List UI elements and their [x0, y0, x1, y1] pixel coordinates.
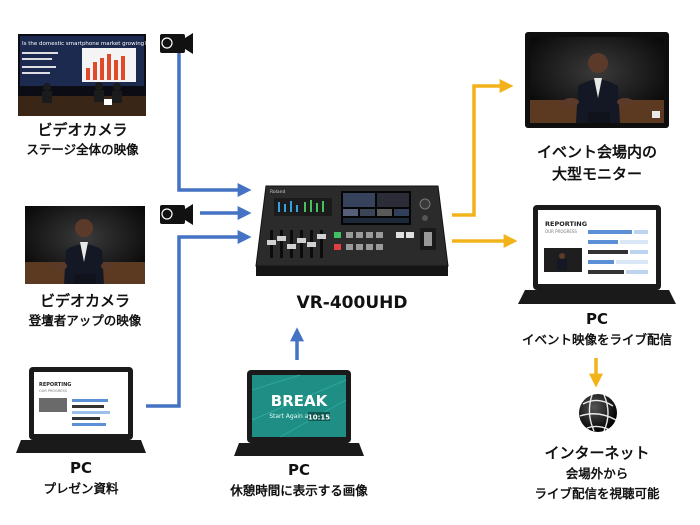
monitor-label-line1: イベント会場内の — [536, 143, 657, 161]
venue-monitor — [525, 32, 669, 128]
internet-line3: ライブ配信を視聴可能 — [534, 486, 660, 501]
camera2-subtitle: 登壇者アップの映像 — [28, 313, 142, 328]
device-brand: Roland — [270, 189, 286, 195]
reporting-sub: OUR PROGRESS — [545, 229, 577, 234]
stage-slide-title: Is the domestic smartphone market growin… — [22, 41, 147, 47]
internet-title: インターネット — [544, 444, 650, 462]
monitor-label-line2: 大型モニター — [551, 165, 642, 183]
pc-stream-title: PC — [585, 310, 608, 328]
reporting-title-small: REPORTING — [39, 382, 71, 388]
arrow-pc-to-switcher — [146, 230, 252, 408]
video-switcher-device: Roland — [255, 185, 449, 276]
break-time: 10:15 — [308, 414, 330, 422]
break-title: BREAK — [271, 392, 329, 410]
camera2-title: ビデオカメラ — [39, 292, 130, 310]
pc-presentation-title: PC — [69, 459, 92, 477]
pc-break-subtitle: 休憩時間に表示する画像 — [230, 483, 368, 498]
camera1-feed-image: Is the domestic smartphone market growin… — [18, 34, 147, 116]
camera2-feed-image — [25, 206, 145, 284]
reporting-title: REPORTING — [545, 220, 587, 228]
pc-break-title: PC — [287, 461, 310, 479]
video-camera-icon — [160, 33, 193, 54]
arrow-switcher-to-monitor — [452, 79, 514, 217]
arrow-camera1-to-switcher — [177, 53, 252, 197]
output-arrows — [452, 79, 603, 388]
pc-presentation-subtitle: プレゼン資料 — [43, 481, 119, 496]
video-camera-icon — [160, 204, 193, 225]
device-name: VR-400UHD — [296, 293, 408, 313]
presentation-laptop: REPORTING OUR PROGRESS — [16, 367, 146, 453]
input-arrows — [146, 53, 304, 408]
streaming-laptop: REPORTING OUR PROGRESS — [518, 205, 676, 304]
globe-icon — [579, 394, 617, 432]
internet-line2: 会場外から — [565, 466, 629, 481]
reporting-sub-small: OUR PROGRESS — [39, 389, 68, 393]
pc-stream-subtitle: イベント映像をライブ配信 — [521, 332, 672, 347]
break-laptop: BREAK Start Again at 10:15 — [234, 370, 364, 456]
camera1-title: ビデオカメラ — [37, 121, 128, 139]
camera1-subtitle: ステージ全体の映像 — [26, 142, 139, 157]
break-subtitle: Start Again at — [269, 413, 311, 420]
